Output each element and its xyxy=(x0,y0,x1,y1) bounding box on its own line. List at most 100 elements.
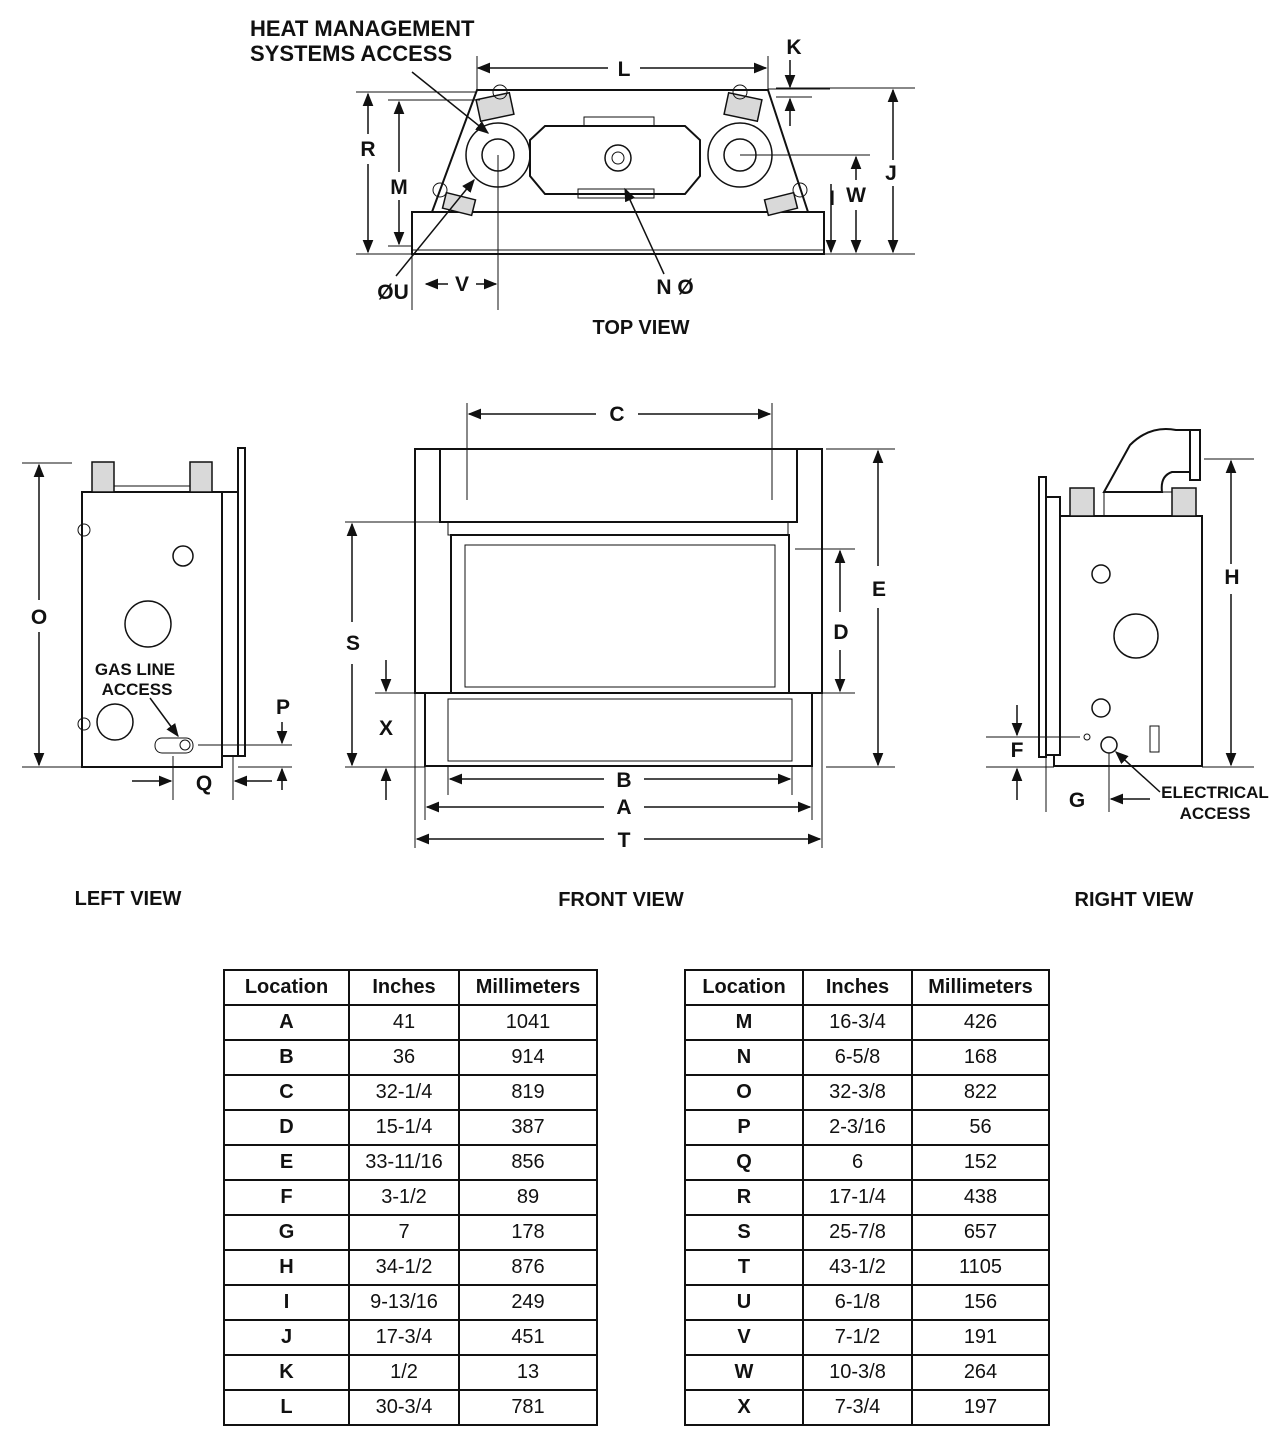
cell-location: J xyxy=(223,1319,350,1356)
left-view: O P Q GAS LINE ACCESS LEFT VIEW xyxy=(22,447,292,910)
left-view-body xyxy=(81,491,223,768)
cell-millimeters: 156 xyxy=(911,1284,1050,1321)
cell-inches: 30-3/4 xyxy=(348,1389,460,1426)
cell-location: B xyxy=(223,1039,350,1076)
header-millimeters: Millimeters xyxy=(458,969,598,1006)
front-view: C E D S X B A T FRONT VIEW xyxy=(345,403,895,911)
cell-millimeters: 168 xyxy=(911,1039,1050,1076)
cell-millimeters: 914 xyxy=(458,1039,598,1076)
center-collar-icon xyxy=(604,144,632,172)
header-location: Location xyxy=(223,969,350,1006)
dim-label-V: V xyxy=(455,273,469,296)
right-view-elbow xyxy=(1102,428,1193,493)
cell-location: P xyxy=(684,1109,804,1146)
cell-location: E xyxy=(223,1144,350,1181)
dim-label-P: P xyxy=(276,696,290,719)
dim-label-B: B xyxy=(616,769,631,792)
cell-inches: 17-1/4 xyxy=(802,1179,913,1216)
hms-label-line2: SYSTEMS ACCESS xyxy=(250,41,452,66)
cell-inches: 15-1/4 xyxy=(348,1109,460,1146)
cell-location: I xyxy=(223,1284,350,1321)
cell-millimeters: 876 xyxy=(458,1249,598,1286)
dim-label-G: G xyxy=(1069,789,1085,812)
front-view-base xyxy=(424,692,813,767)
header-location: Location xyxy=(684,969,804,1006)
cell-inches: 6-5/8 xyxy=(802,1039,913,1076)
table-header-row: Location Inches Millimeters xyxy=(223,969,598,1006)
cell-millimeters: 657 xyxy=(911,1214,1050,1251)
cell-inches: 3-1/2 xyxy=(348,1179,460,1216)
cell-location: D xyxy=(223,1109,350,1146)
cell-millimeters: 264 xyxy=(911,1354,1050,1391)
cell-inches: 7-3/4 xyxy=(802,1389,913,1426)
cell-location: M xyxy=(684,1004,804,1041)
cell-millimeters: 1105 xyxy=(911,1249,1050,1286)
dim-label-L: L xyxy=(618,58,631,81)
cell-inches: 43-1/2 xyxy=(802,1249,913,1286)
hms-label-line1: HEAT MANAGEMENT xyxy=(250,16,475,41)
header-inches: Inches xyxy=(348,969,460,1006)
cell-millimeters: 191 xyxy=(911,1319,1050,1356)
cell-location: S xyxy=(684,1214,804,1251)
cell-inches: 6-1/8 xyxy=(802,1284,913,1321)
dim-label-Q: Q xyxy=(196,772,212,795)
cell-location: W xyxy=(684,1354,804,1391)
dim-label-K: K xyxy=(786,36,801,59)
cell-millimeters: 438 xyxy=(911,1179,1050,1216)
gas-line-label-line1: GAS LINE xyxy=(95,660,175,679)
dim-label-W: W xyxy=(846,184,866,207)
dim-label-X: X xyxy=(379,717,393,740)
dim-label-N: N Ø xyxy=(656,276,693,299)
left-view-title: LEFT VIEW xyxy=(75,888,182,910)
cell-inches: 2-3/16 xyxy=(802,1109,913,1146)
table-header-row: Location Inches Millimeters xyxy=(684,969,1050,1006)
dim-label-R: R xyxy=(360,138,375,161)
dim-label-O: O xyxy=(31,606,47,629)
dim-label-J: J xyxy=(885,162,897,185)
cell-millimeters: 197 xyxy=(911,1389,1050,1426)
dim-label-D: D xyxy=(833,621,848,644)
cell-inches: 34-1/2 xyxy=(348,1249,460,1286)
cell-location: A xyxy=(223,1004,350,1041)
header-inches: Inches xyxy=(802,969,913,1006)
right-view: H F G ELECTRICAL ACCESS RIGHT VIEW xyxy=(986,428,1269,911)
cell-inches: 32-3/8 xyxy=(802,1074,913,1111)
cell-millimeters: 152 xyxy=(911,1144,1050,1181)
cell-inches: 9-13/16 xyxy=(348,1284,460,1321)
dim-label-I: I xyxy=(829,187,835,210)
cell-location: K xyxy=(223,1354,350,1391)
front-view-header xyxy=(439,448,798,523)
dim-label-U: ØU xyxy=(377,281,409,304)
cell-millimeters: 426 xyxy=(911,1004,1050,1041)
front-view-title: FRONT VIEW xyxy=(558,889,684,911)
cell-millimeters: 781 xyxy=(458,1389,598,1426)
cell-inches: 36 xyxy=(348,1039,460,1076)
cell-inches: 7-1/2 xyxy=(802,1319,913,1356)
dim-label-A: A xyxy=(616,796,631,819)
cell-inches: 33-11/16 xyxy=(348,1144,460,1181)
cell-millimeters: 89 xyxy=(458,1179,598,1216)
electrical-label-line1: ELECTRICAL xyxy=(1161,783,1269,802)
dim-label-M: M xyxy=(390,176,408,199)
cell-millimeters: 1041 xyxy=(458,1004,598,1041)
cell-inches: 1/2 xyxy=(348,1354,460,1391)
